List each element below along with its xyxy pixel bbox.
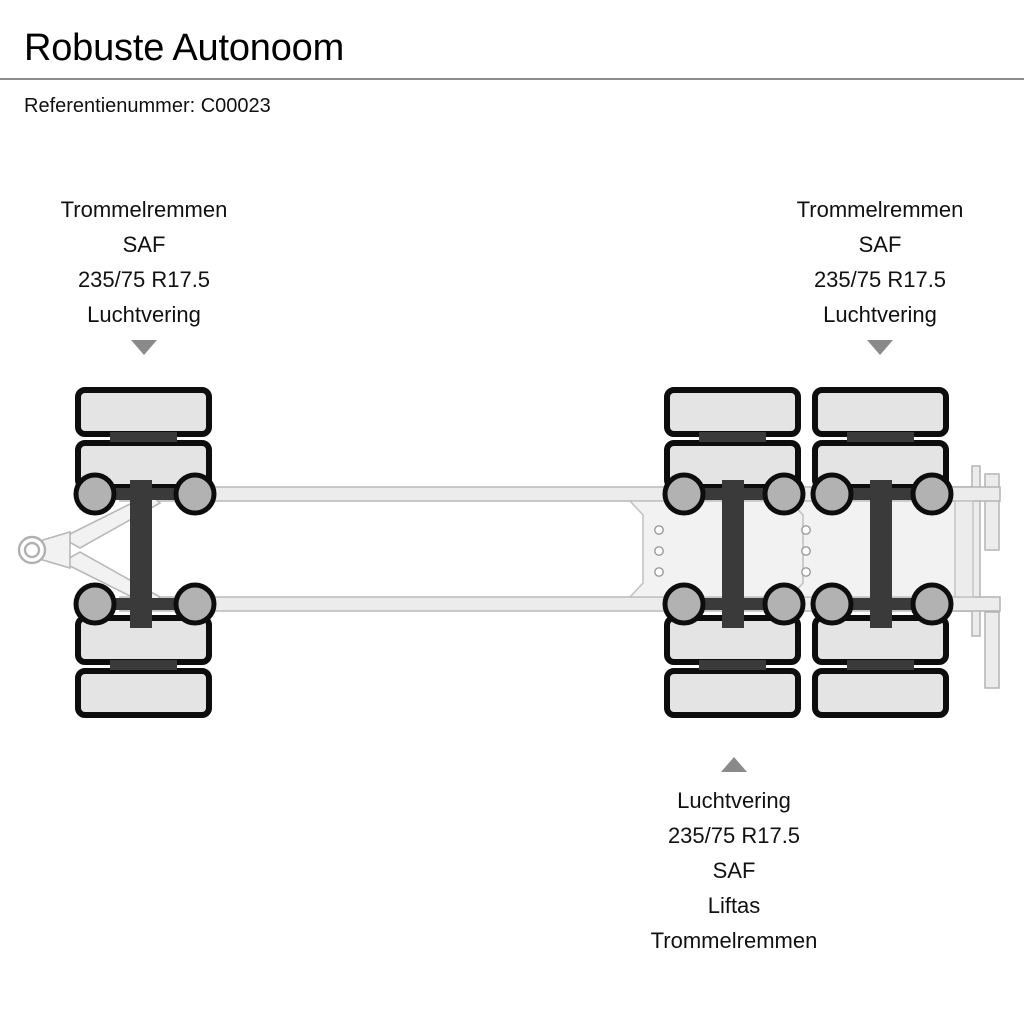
- tire-rear2-top-spacer: [847, 432, 914, 442]
- rear-center-plate: [954, 500, 974, 598]
- rear-axle-2-group: [810, 387, 954, 718]
- tire-rear1-bottom-spacer: [699, 660, 766, 670]
- tire-rear1-bottom-outer: [664, 668, 801, 718]
- triangle-down-icon-rear: [867, 340, 893, 355]
- tire-front-bottom-spacer: [110, 660, 177, 670]
- annotation-front-line-4: Luchtvering: [87, 302, 201, 327]
- axle-beam-rear1: [722, 480, 744, 628]
- annotation-rear-bottom-line-3: SAF: [712, 858, 756, 883]
- annotation-rear-bottom-line-2: 235/75 R17.5: [667, 823, 801, 848]
- airbag-front-br: [173, 582, 217, 626]
- bolt-holes-right: [801, 525, 811, 577]
- tire-front-top-outer: [75, 387, 212, 437]
- axle-beam-rear2: [870, 480, 892, 628]
- trailer-diagram: [0, 370, 1024, 730]
- airbag-front-tr: [173, 472, 217, 516]
- front-axle-group: [73, 387, 217, 718]
- annotation-front-axle: Trommelremmen SAF 235/75 R17.5 Luchtveri…: [16, 192, 272, 332]
- annotation-front-line-1: Trommelremmen: [60, 197, 228, 222]
- axle-arm-rear2-bottom: [832, 598, 932, 610]
- tire-rear1-top-outer: [664, 387, 801, 437]
- airbag-rear1-tl: [662, 472, 706, 516]
- axle-arm-rear1-bottom: [684, 598, 784, 610]
- header-divider: [0, 78, 1024, 80]
- airbag-front-bl: [73, 582, 117, 626]
- airbag-rear2-br: [910, 582, 954, 626]
- airbag-rear2-tr: [910, 472, 954, 516]
- reference-number: Referentienummer: C00023: [24, 95, 271, 117]
- drawbar-eye-inner: [23, 541, 41, 559]
- annotation-front-line-3: 235/75 R17.5: [77, 267, 211, 292]
- annotation-rear-top-line-2: SAF: [858, 232, 902, 257]
- axle-arm-rear1-top: [684, 488, 784, 500]
- airbag-rear1-bl: [662, 582, 706, 626]
- tire-rear1-top-spacer: [699, 432, 766, 442]
- airbag-rear2-tl: [810, 472, 854, 516]
- annotation-rear-bottom-line-4: Liftas: [707, 893, 761, 918]
- bolt-holes-left: [654, 525, 664, 577]
- airbag-rear2-bl: [810, 582, 854, 626]
- tire-front-bottom-outer: [75, 668, 212, 718]
- airbag-front-tl: [73, 472, 117, 516]
- axle-arm-front-top: [95, 488, 195, 500]
- triangle-up-icon-rear: [721, 757, 747, 772]
- axle-arm-front-bottom: [95, 598, 195, 610]
- rear-bumper-group: [944, 465, 1001, 689]
- tire-rear2-top-outer: [812, 387, 949, 437]
- rear-light-bottom: [984, 611, 1000, 689]
- tire-rear2-bottom-spacer: [847, 660, 914, 670]
- annotation-rear-bottom-line-5: Trommelremmen: [650, 928, 818, 953]
- airbag-rear1-br: [762, 582, 806, 626]
- rear-axle-1-group: [662, 387, 806, 718]
- axle-beam-front: [130, 480, 152, 628]
- annotation-rear-bottom-line-1: Luchtvering: [677, 788, 791, 813]
- tire-rear2-bottom-outer: [812, 668, 949, 718]
- annotation-rear-top-line-1: Trommelremmen: [796, 197, 964, 222]
- annotation-rear-top: Trommelremmen SAF 235/75 R17.5 Luchtveri…: [752, 192, 1008, 332]
- triangle-down-icon-front: [131, 340, 157, 355]
- tire-front-top-spacer: [110, 432, 177, 442]
- axle-arm-rear2-top: [832, 488, 932, 500]
- annotation-rear-top-line-4: Luchtvering: [823, 302, 937, 327]
- rear-light-top: [984, 473, 1000, 551]
- page-title: Robuste Autonoom: [24, 27, 345, 69]
- chassis-group: [119, 486, 981, 612]
- airbag-rear1-tr: [762, 472, 806, 516]
- annotation-rear-top-line-3: 235/75 R17.5: [813, 267, 947, 292]
- annotation-front-line-2: SAF: [122, 232, 166, 257]
- annotation-rear-bottom: Luchtvering 235/75 R17.5 SAF Liftas Trom…: [590, 783, 878, 958]
